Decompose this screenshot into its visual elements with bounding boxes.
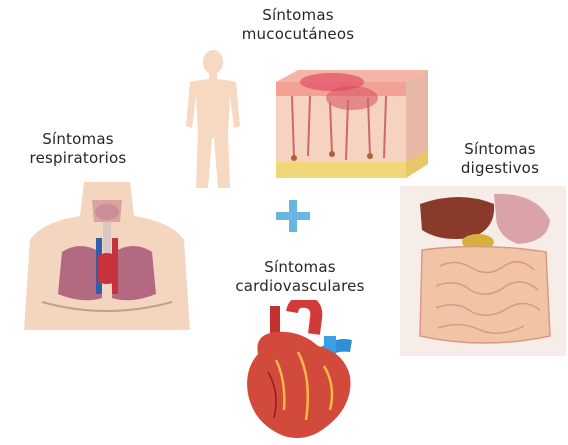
label-digestive-line2: digestivos [440, 159, 560, 178]
label-respiratory-line2: respiratorios [18, 149, 138, 168]
respiratory-system-icon [22, 182, 192, 332]
label-cardiovascular-line1: Síntomas [208, 258, 392, 277]
label-mucocutaneous-line1: Síntomas [228, 6, 368, 25]
label-mucocutaneous: Síntomas mucocutáneos [228, 6, 368, 44]
plus-icon [273, 198, 313, 234]
label-cardiovascular: Síntomas cardiovasculares [208, 258, 392, 296]
heart-icon [240, 300, 370, 442]
label-respiratory: Síntomas respiratorios [18, 130, 138, 168]
label-digestive-line1: Síntomas [440, 140, 560, 159]
label-cardiovascular-line2: cardiovasculares [208, 277, 392, 296]
skin-cross-section-icon [272, 68, 432, 186]
label-digestive: Síntomas digestivos [440, 140, 560, 178]
label-mucocutaneous-line2: mucocutáneos [228, 25, 368, 44]
label-respiratory-line1: Síntomas [18, 130, 138, 149]
digestive-system-icon [400, 186, 566, 356]
human-silhouette-icon [168, 48, 258, 193]
